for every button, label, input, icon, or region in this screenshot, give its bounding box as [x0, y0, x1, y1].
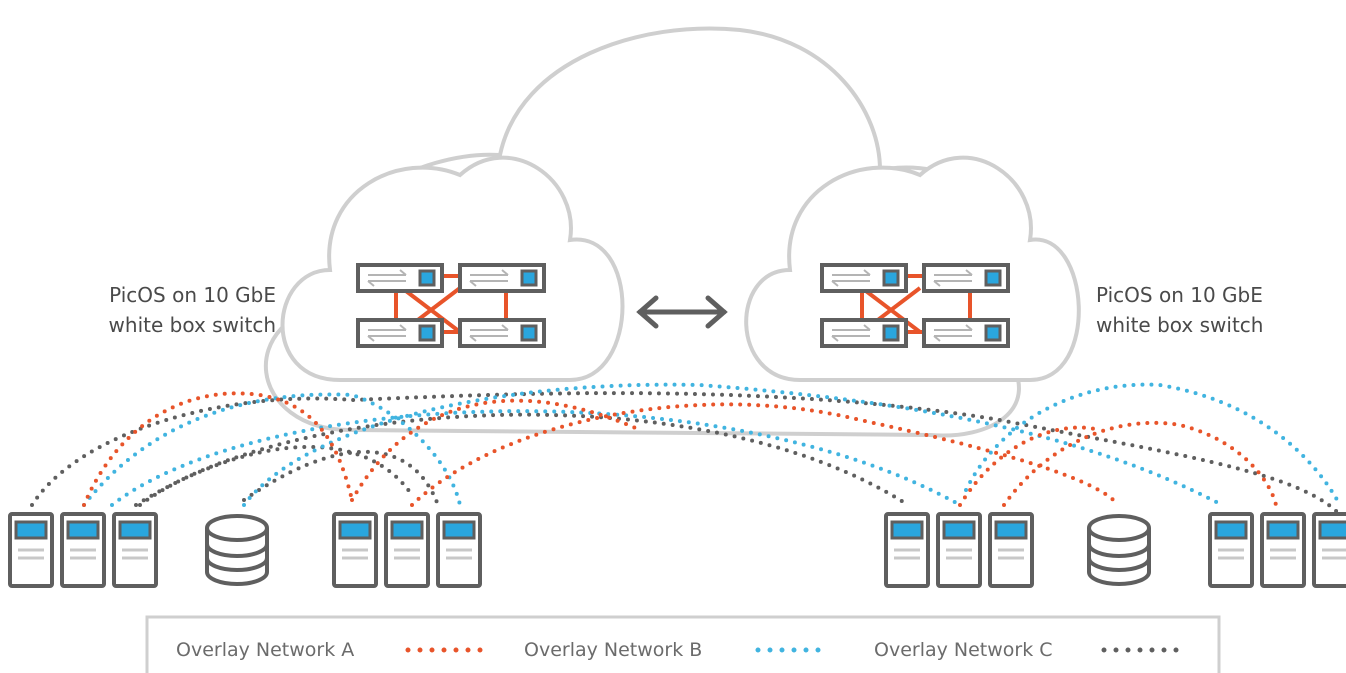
legend-label-c: Overlay Network C [874, 639, 1053, 661]
switch-icon [458, 263, 546, 293]
server-icon [1260, 512, 1306, 588]
overlay-links [30, 382, 1342, 517]
server-icon [884, 512, 930, 588]
legend: Overlay Network A Overlay Network B Over… [145, 615, 1221, 673]
legend-label-b: Overlay Network B [524, 639, 702, 661]
server-icon [936, 512, 982, 588]
database-icon [1087, 514, 1151, 586]
switch-cluster-right [820, 263, 1010, 348]
switch-label-left: PicOS on 10 GbE white box switch [70, 280, 276, 340]
server-icon [1208, 512, 1254, 588]
switch-label-right: PicOS on 10 GbE white box switch [1096, 280, 1316, 340]
server-icon [332, 512, 378, 588]
switch-icon [458, 318, 546, 348]
switch-label-right-line2: white box switch [1096, 313, 1264, 337]
switch-cluster-left [356, 263, 546, 348]
switch-icon [922, 263, 1010, 293]
server-icon [436, 512, 482, 588]
server-icon [1312, 512, 1346, 588]
switch-icon [820, 263, 908, 293]
switch-label-left-line2: white box switch [108, 313, 276, 337]
server-icon [8, 512, 54, 588]
switch-icon [820, 318, 908, 348]
double-arrow-icon [636, 295, 728, 329]
legend-label-a: Overlay Network A [176, 639, 354, 661]
switch-label-right-line1: PicOS on 10 GbE [1096, 283, 1263, 307]
database-icon [205, 514, 269, 586]
server-icon [60, 512, 106, 588]
switch-icon [922, 318, 1010, 348]
server-icon [112, 512, 158, 588]
server-icon [988, 512, 1034, 588]
switch-icon [356, 263, 444, 293]
switch-label-left-line1: PicOS on 10 GbE [109, 283, 276, 307]
switch-icon [356, 318, 444, 348]
server-icon [384, 512, 430, 588]
